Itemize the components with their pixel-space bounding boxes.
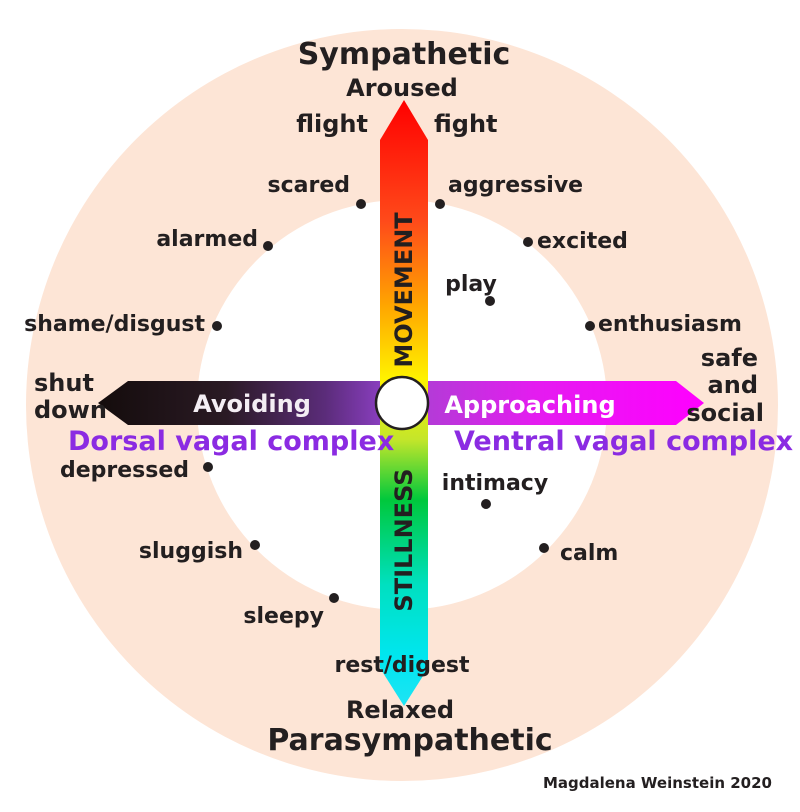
depressed-label: depressed	[60, 458, 189, 483]
alarmed-dot	[263, 241, 273, 251]
ventral-vagal-label: Ventral vagal complex	[454, 426, 793, 457]
shut-label: shut	[34, 369, 94, 397]
play-dot	[485, 296, 495, 306]
sleepy-label: sleepy	[243, 604, 324, 629]
fight-label: fight	[434, 110, 498, 138]
avoiding-arrow	[98, 381, 382, 425]
credit-text: Magdalena Weinstein 2020	[543, 774, 772, 792]
sleepy-dot	[329, 593, 339, 603]
enthusiasm-dot	[585, 321, 595, 331]
social-label: social	[686, 399, 764, 427]
excited-dot	[523, 237, 533, 247]
approaching-arrow	[424, 381, 704, 425]
excited-label: excited	[537, 229, 628, 254]
aggressive-dot	[435, 199, 445, 209]
shame-dot	[212, 321, 222, 331]
flight-label: flight	[296, 110, 368, 138]
scared-label: scared	[268, 173, 351, 198]
sympathetic-title: Sympathetic	[298, 37, 511, 72]
and-label: and	[708, 371, 758, 399]
aroused-label: Aroused	[346, 74, 458, 102]
sluggish-dot	[250, 540, 260, 550]
depressed-dot	[203, 462, 213, 472]
safe-label: safe	[701, 344, 758, 372]
aggressive-label: aggressive	[448, 173, 583, 198]
relaxed-label: Relaxed	[346, 696, 454, 724]
play-label: play	[445, 272, 497, 297]
intimacy-label: intimacy	[442, 471, 548, 496]
rest-digest-label: rest/digest	[335, 653, 470, 678]
stillness-label: STILLNESS	[390, 468, 418, 611]
intimacy-dot	[481, 499, 491, 509]
parasympathetic-title: Parasympathetic	[267, 723, 552, 758]
dorsal-vagal-label: Dorsal vagal complex	[68, 426, 394, 457]
alarmed-label: alarmed	[156, 227, 258, 252]
calm-dot	[539, 543, 549, 553]
calm-label: calm	[560, 541, 618, 566]
center-circle	[374, 375, 430, 431]
shame-label: shame/disgust	[24, 312, 205, 337]
avoiding-label: Avoiding	[193, 390, 311, 418]
down-label: down	[34, 396, 107, 424]
movement-label: MOVEMENT	[390, 212, 418, 368]
approaching-label: Approaching	[444, 391, 615, 419]
scared-dot	[356, 199, 366, 209]
enthusiasm-label: enthusiasm	[598, 312, 742, 337]
sluggish-label: sluggish	[139, 539, 243, 564]
